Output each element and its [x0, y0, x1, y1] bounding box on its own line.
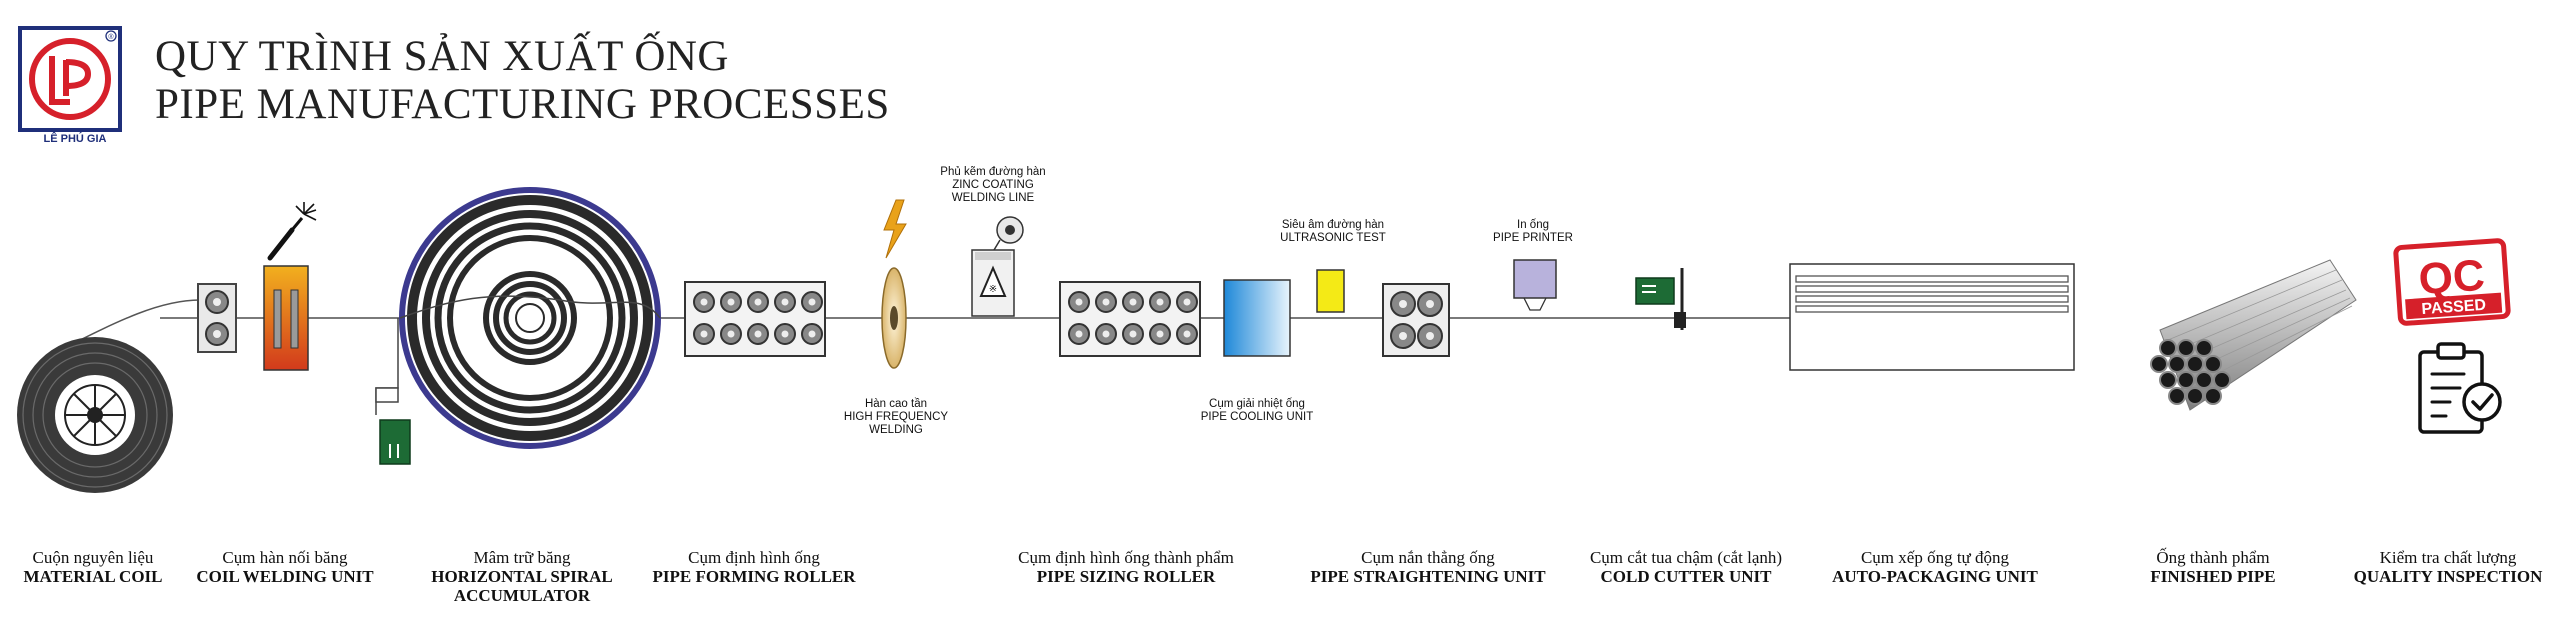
page-title-vi: QUY TRÌNH SẢN XUẤT ỐNG	[155, 33, 729, 80]
clipboard-check-icon	[2418, 342, 2502, 434]
ultrasonic-sensor-icon	[1316, 269, 1345, 313]
cooling-label: Cụm giải nhiệt ống PIPE COOLING UNIT	[1200, 398, 1314, 423]
lightning-icon	[883, 199, 907, 259]
welding-torch-icon	[267, 202, 317, 261]
stage-caption-finished-pipe: Ống thành phẩm FINISHED PIPE	[2150, 548, 2276, 586]
zinc-coating-icon: ※	[971, 216, 1024, 317]
zinc-coating-label: Phủ kẽm đường hàn ZINC COATING WELDING L…	[940, 166, 1046, 204]
accumulator-motor-icon	[375, 318, 411, 465]
finished-pipe-bundle-icon	[2150, 259, 2357, 411]
cold-cutter-icon	[1635, 268, 1686, 330]
company-logo: ®	[18, 26, 122, 132]
pipe-printer-icon	[1513, 259, 1557, 311]
svg-text:※: ※	[989, 284, 997, 295]
hf-welding-label: Hàn cao tần HIGH FREQUENCY WELDING	[843, 398, 949, 436]
welding-block-icon	[263, 265, 309, 371]
stage-caption-cold-cutter: Cụm cắt tua chậm (cắt lạnh) COLD CUTTER …	[1589, 548, 1783, 586]
stage-caption-coil-welding: Cụm hàn nối băng COIL WELDING UNIT	[196, 548, 374, 586]
stage-caption-accumulator: Mâm trữ băng HORIZONTAL SPIRAL ACCUMULAT…	[431, 548, 613, 605]
qc-passed-stamp-icon: QC PASSED	[2393, 238, 2511, 326]
qc-stamp-passed-text: PASSED	[2421, 297, 2487, 318]
hf-welding-coil-icon	[881, 267, 907, 369]
sizing-roller-icon	[1059, 281, 1201, 357]
page-title-en: PIPE MANUFACTURING PROCESSES	[155, 81, 890, 128]
stage-caption-auto-packaging: Cụm xếp ống tự động AUTO-PACKAGING UNIT	[1832, 548, 2038, 586]
auto-packaging-icon	[1789, 263, 2075, 371]
stage-caption-pipe-forming: Cụm định hình ống PIPE FORMING ROLLER	[652, 548, 856, 586]
registered-mark: ®	[108, 33, 114, 41]
stage-caption-quality-inspection: Kiểm tra chất lượng QUALITY INSPECTION	[2353, 548, 2543, 586]
logo-caption: LÊ PHÚ GIA	[43, 133, 107, 145]
stage-caption-material-coil: Cuộn nguyên liệu MATERIAL COIL	[23, 548, 163, 586]
cooling-unit-icon	[1223, 279, 1291, 357]
material-coil-icon	[17, 337, 173, 493]
straightening-roller-icon	[1382, 283, 1450, 357]
coil-welding-roller-icon	[197, 283, 237, 353]
spiral-accumulator-icon	[399, 187, 661, 449]
stage-caption-straightening: Cụm nắn thẳng ống PIPE STRAIGHTENING UNI…	[1310, 548, 1546, 586]
printer-label: In ống PIPE PRINTER	[1493, 219, 1573, 244]
stage-caption-pipe-sizing: Cụm định hình ống thành phẩm PIPE SIZING…	[1018, 548, 1234, 586]
forming-roller-icon	[684, 281, 826, 357]
ultrasonic-label: Siêu âm đường hàn ULTRASONIC TEST	[1280, 219, 1386, 244]
